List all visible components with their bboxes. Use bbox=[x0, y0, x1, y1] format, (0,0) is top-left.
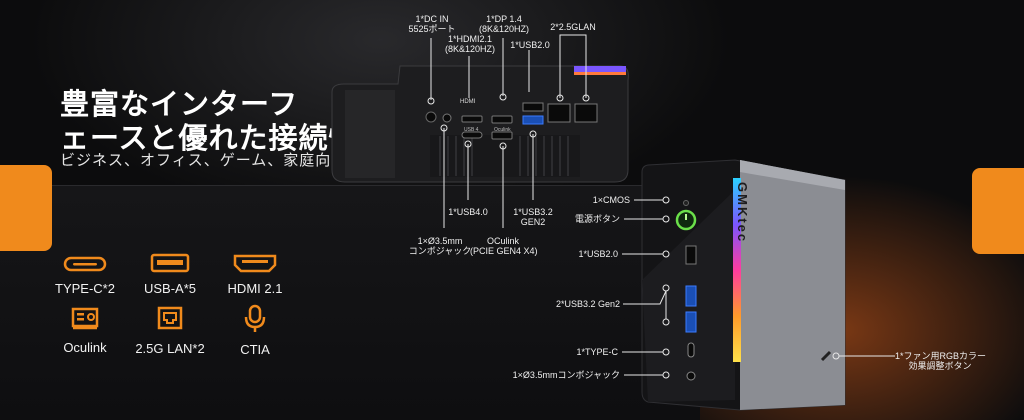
callout-lan: 2*2.5GLAN bbox=[550, 22, 596, 32]
oculink-port-label: Oculink bbox=[494, 127, 511, 133]
feature-label: TYPE-C*2 bbox=[55, 281, 115, 296]
usb4-port-label: USB 4 bbox=[464, 127, 479, 133]
microphone-icon bbox=[244, 304, 266, 332]
callout-usb32-top: 1*USB3.2 GEN2 bbox=[513, 207, 553, 227]
feature-label: USB-A*5 bbox=[143, 281, 197, 296]
callout-power-button: 電源ボタン bbox=[574, 214, 620, 224]
callout-usb32-front: 2*USB3.2 Gen2 bbox=[555, 299, 620, 309]
display-shelf bbox=[0, 185, 700, 420]
callout-usb20-top: 1*USB2.0 bbox=[510, 40, 550, 50]
feature-label: CTIA bbox=[240, 342, 270, 357]
feature-label: Oculink bbox=[63, 340, 107, 355]
callout-hdmi: 1*HDMI2.1 (8K&120HZ) bbox=[444, 34, 496, 54]
headline-subtitle: ビジネス、オフィス、ゲーム、家庭向け bbox=[60, 152, 348, 169]
brand-logo: GMKtec bbox=[735, 182, 750, 244]
hdmi-port-icon bbox=[233, 254, 277, 273]
feature-type-c: TYPE-C*2 bbox=[30, 255, 140, 296]
feature-hdmi: HDMI 2.1 bbox=[200, 253, 310, 296]
callout-usb20-front: 1*USB2.0 bbox=[578, 249, 618, 259]
callout-dp: 1*DP 1.4 (8K&120HZ) bbox=[478, 14, 530, 34]
callout-usb4: 1*USB4.0 bbox=[448, 207, 488, 217]
callout-cmos: 1×CMOS bbox=[592, 195, 630, 205]
hdmi-port-label: HDMI bbox=[460, 99, 476, 105]
lan-port-icon bbox=[157, 306, 183, 330]
carousel-next-tab[interactable] bbox=[972, 168, 1024, 254]
feature-lan: 2.5G LAN*2 bbox=[115, 305, 225, 356]
feature-label: 2.5G LAN*2 bbox=[135, 341, 205, 356]
headline-line-2: ェースと優れた接続性 bbox=[60, 123, 359, 155]
type-c-port-icon bbox=[63, 256, 107, 272]
feature-ctia: CTIA bbox=[200, 304, 310, 357]
callout-audio-front: 1×Ø3.5mmコンボジャック bbox=[512, 370, 620, 380]
callout-oculink: OCulink (PCIE GEN4 X4) bbox=[470, 236, 538, 256]
feature-usb-a: USB-A*5 bbox=[115, 253, 225, 296]
carousel-prev-tab[interactable] bbox=[0, 165, 52, 251]
headline-line-1: 豊富なインターフ bbox=[60, 89, 299, 121]
callout-audio-top: 1×Ø3.5mm コンボジャック bbox=[408, 236, 472, 256]
callout-dc-in: 1*DC IN 5525ポート bbox=[408, 14, 456, 34]
oculink-card-icon bbox=[71, 307, 99, 330]
usb-a-port-icon bbox=[150, 253, 190, 273]
callout-rgb-button: 1*ファン用RGBカラー 効果調整ボタン bbox=[895, 351, 987, 371]
feature-oculink: Oculink bbox=[30, 306, 140, 355]
feature-label: HDMI 2.1 bbox=[227, 281, 283, 296]
callout-type-c: 1*TYPE-C bbox=[576, 347, 618, 357]
